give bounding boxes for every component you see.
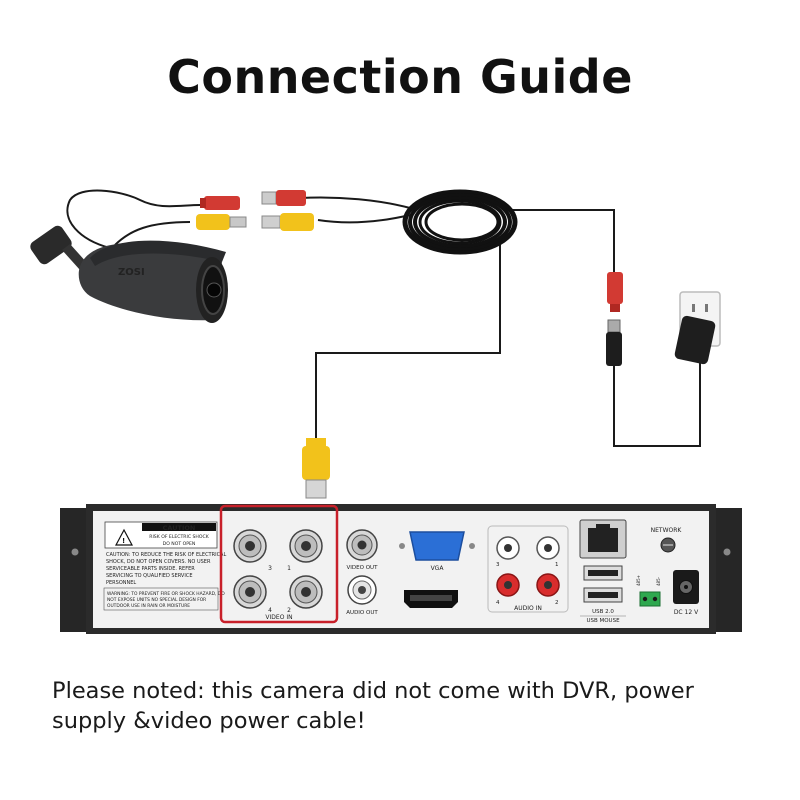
disclaimer-note: Please noted: this camera did not come w… [52,678,694,734]
power-connector-pair [606,272,623,366]
audio-in-number: 4 [496,600,500,606]
warning-text-line: NOT EXPOSE UNITS NO SPECIAL DESIGN FOR [107,597,206,603]
warning-text-line: WARNING: TO PREVENT FIRE OR SHOCK HAZARD… [107,591,225,597]
audio-out-port: AUDIO OUT [346,575,378,616]
dc-power-jack: DC 12 V [673,570,699,616]
network-port [579,519,627,559]
video-in-ports: 3 1 4 2 VIDEO IN [219,504,339,624]
camera-sunshade [90,240,226,266]
dc-plug-red-extension [261,191,277,205]
dvr-rear-panel: ! CAUTION RISK OF ELECTRIC SHOCK DO NOT … [60,504,742,634]
camera-body [78,243,222,321]
audio-in-number: 2 [555,600,559,606]
bullet-camera: ZOSI [30,225,228,323]
video-in-highlight [219,504,339,624]
caution-line-1: RISK OF ELECTRIC SHOCK [149,534,209,540]
bnc-port [289,529,323,563]
video-out-label: VIDEO OUT [347,565,379,571]
caution-text-block: CAUTION: TO REDUCE THE RISK OF ELECTRICA… [106,552,226,586]
bnc-plug-yellow-extension [261,215,281,229]
ground-screw [660,537,676,553]
dvr-bracket-right [712,508,742,632]
bnc-port [233,575,267,609]
dc-connector-red [607,272,623,304]
video-out-port: VIDEO OUT [346,529,379,571]
cable-coil [402,189,518,255]
video-in-number: 2 [287,607,291,614]
power-cable-to-coil [299,196,411,209]
usb-label: USB 2.0 [592,609,614,615]
camera-brand-logo: ZOSI [118,267,145,278]
dc-connector-black [607,319,621,333]
rs485-minus-label: 485- [656,576,661,586]
video-in-number: 4 [268,607,272,614]
caution-text-line: SHOCK, DO NOT OPEN COVERS. NO USER [106,559,211,565]
usb-ports: USB 2.0 USB MOUSE [580,565,626,624]
power-adapter [674,291,721,365]
bnc-plug-yellow-camera [196,214,230,230]
caution-header: CAUTION [163,524,196,532]
power-label: DC 12 V [674,609,699,616]
video-in-number: 1 [287,565,291,572]
audio-out-label: AUDIO OUT [346,610,378,616]
caution-line-2: DO NOT OPEN [163,541,196,547]
warning-text-block: WARNING: TO PREVENT FIRE OR SHOCK HAZARD… [103,587,225,611]
audio-in-number: 3 [496,562,500,568]
vga-label: VGA [431,565,445,572]
caution-text-line: SERVICING TO QUALIFIED SERVICE [106,573,192,579]
vga-port: VGA [399,531,475,572]
rs485-terminal: 485+ 485- [636,575,661,607]
bnc-plug-dvr [302,438,330,499]
warning-text-line: OUTDOOR USE IN RAIN OR MOISTURE [107,603,190,609]
video-in-label: VIDEO IN [265,614,292,621]
bnc-port [233,529,267,563]
usb-mouse-label: USB MOUSE [586,618,620,624]
power-cable-to-adapter [510,209,615,272]
camera-lens [206,282,222,298]
dc-plug-red-camera [204,196,240,210]
rca-port-red [496,573,520,597]
hdmi-port [404,590,458,608]
rca-port-white [496,536,520,560]
caution-label: ! CAUTION RISK OF ELECTRIC SHOCK DO NOT … [104,521,218,549]
camera-pigtail-wire [66,189,201,249]
audio-in-number: 1 [555,562,559,568]
camera-mount-base [30,225,72,265]
rca-port-white [536,536,560,560]
audio-in-label: AUDIO IN [514,605,542,612]
adapter-body [674,315,716,365]
svg-text:!: ! [122,537,125,545]
video-cable-to-coil [317,214,411,224]
caution-text-line: PERSONNEL [106,580,136,586]
caution-text-line: CAUTION: TO REDUCE THE RISK OF ELECTRICA… [106,552,226,558]
video-in-number: 3 [268,565,272,572]
wiring [66,189,701,447]
connector-set-camera [196,190,314,231]
caution-text-line: SERVICEABLE PARTS INSIDE. REFER [106,566,195,572]
audio-in-ports: 3 1 4 2 AUDIO IN [487,525,569,613]
network-label: NETWORK [651,527,683,534]
adapter-cord [613,355,701,447]
camera-pigtail-wire-2 [114,221,191,246]
page-title: Connection Guide [167,50,633,104]
bnc-port [289,575,323,609]
rca-port-red [536,573,560,597]
rs485-plus-label: 485+ [636,575,641,586]
dvr-bracket-left [60,508,90,632]
video-cable-to-dvr [315,240,501,445]
